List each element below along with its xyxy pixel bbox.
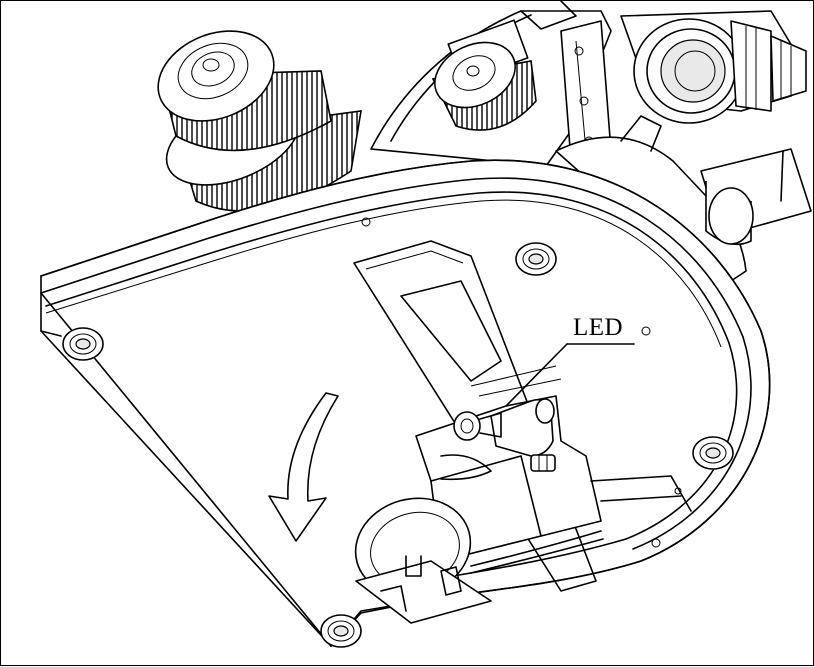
focus-knob-small: [431, 41, 537, 131]
rotation-arrow: [268, 392, 339, 542]
drive-wheel: [354, 497, 604, 624]
focus-knob-large: [157, 30, 362, 212]
led-callout-label: LED: [573, 314, 624, 341]
eyepiece-assembly: [620, 10, 807, 124]
led-callout-leader: [505, 343, 635, 407]
mounting-screws: [62, 217, 734, 648]
